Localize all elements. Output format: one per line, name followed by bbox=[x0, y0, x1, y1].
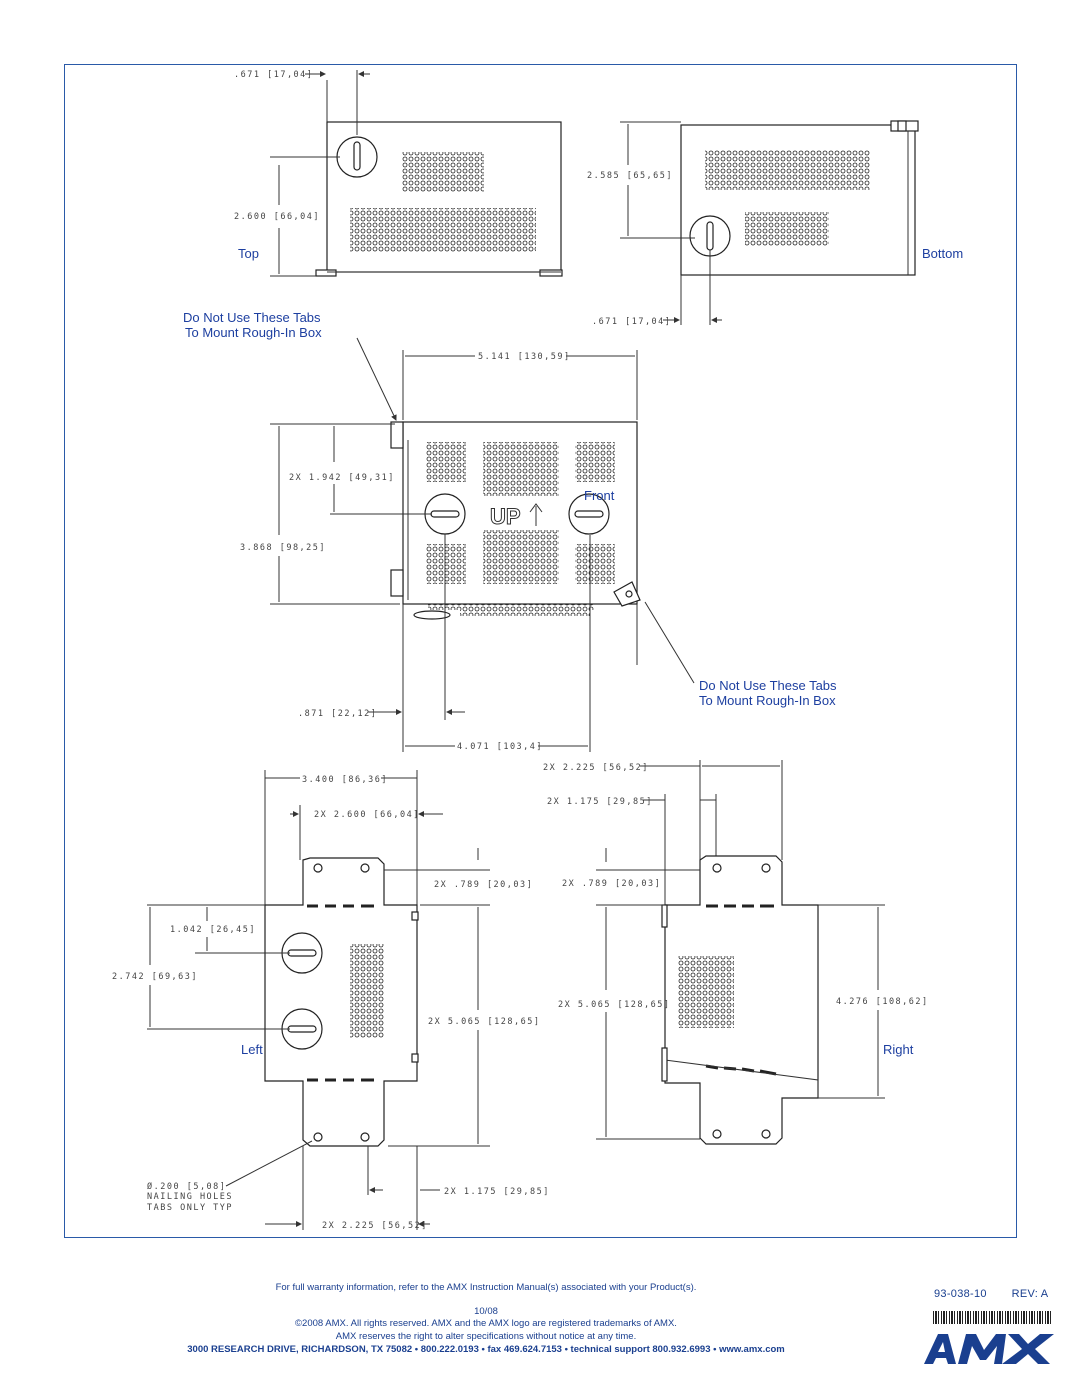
dim-right-tab-gap: 2X .789 [20,03] bbox=[562, 879, 661, 889]
dim-right-height: 4.276 [108,62] bbox=[836, 997, 929, 1007]
dim-front-tab-height: 2X 1.942 [49,31] bbox=[289, 473, 395, 483]
barcode bbox=[933, 1311, 1051, 1324]
dim-left-tab-gap: 2X .789 [20,03] bbox=[434, 880, 533, 890]
dim-front-offset: .871 [22,12] bbox=[298, 709, 377, 719]
left-view: 3.400 [86,36] 2X 2.600 [66,04] 2X .789 [… bbox=[112, 770, 550, 1231]
dim-right-body: 2X 5.065 [128,65] bbox=[558, 1000, 671, 1010]
drawing-frame bbox=[64, 64, 1017, 1238]
tabs-note-2-line2: To Mount Rough-In Box bbox=[699, 693, 836, 708]
amx-logo bbox=[924, 1334, 1054, 1364]
document-number: 93-038-10 bbox=[934, 1288, 987, 1300]
up-arrow-icon bbox=[529, 503, 543, 526]
right-view: 2X 2.225 [56,52] 2X 1.175 [29,85] 2X .78… bbox=[543, 760, 929, 1145]
bottom-view-label: Bottom bbox=[922, 246, 963, 261]
copyright-notice: ©2008 AMX. All rights reserved. AMX and … bbox=[295, 1318, 677, 1329]
dim-front-width: 5.141 [130,59] bbox=[478, 352, 571, 362]
front-view: Do Not Use These Tabs To Mount Rough-In … bbox=[183, 310, 837, 752]
tabs-note-1-line1: Do Not Use These Tabs bbox=[183, 310, 321, 325]
rights-notice: AMX reserves the right to alter specific… bbox=[335, 1331, 637, 1342]
front-view-label: Front bbox=[584, 488, 615, 503]
revision-label: REV: A bbox=[1011, 1288, 1049, 1300]
dim-left-hole2: 2.742 [69,63] bbox=[112, 972, 198, 982]
company-address: 3000 RESEARCH DRIVE, RICHARDSON, TX 7508… bbox=[187, 1344, 785, 1355]
up-marking: UP bbox=[490, 504, 521, 529]
dim-left-total: 3.400 [86,36] bbox=[302, 775, 388, 785]
top-view: .671 [17,04] 2.600 [66,04] Top bbox=[234, 70, 563, 277]
dim-left-hole1: 1.042 [26,45] bbox=[170, 925, 256, 935]
dim-top-height: 2.600 [66,04] bbox=[234, 212, 320, 222]
dim-right-tab-outer: 2X 2.225 [56,52] bbox=[543, 763, 649, 773]
dim-right-tab-width: 2X 1.175 [29,85] bbox=[547, 797, 653, 807]
right-view-label: Right bbox=[883, 1042, 914, 1057]
top-view-label: Top bbox=[238, 246, 259, 261]
document-number-block: 93-038-10 REV: A bbox=[934, 1288, 1048, 1300]
dim-front-depth: 4.071 [103,4] bbox=[457, 742, 543, 752]
dim-top-width: .671 [17,04] bbox=[234, 70, 313, 80]
dim-bottom-width: .671 [17,04] bbox=[592, 317, 671, 327]
tabs-note-2-line1: Do Not Use These Tabs bbox=[699, 678, 837, 693]
left-view-label: Left bbox=[241, 1042, 263, 1057]
tabs-note-1-line2: To Mount Rough-In Box bbox=[185, 325, 322, 340]
dim-nail-3: TABS ONLY TYP bbox=[147, 1203, 233, 1213]
dim-bottom-height: 2.585 [65,65] bbox=[587, 171, 673, 181]
warranty-note: For full warranty information, refer to … bbox=[275, 1282, 697, 1293]
dim-nail-1: Ø.200 [5,08] bbox=[147, 1181, 226, 1192]
dim-left-tab-width: 2X 1.175 [29,85] bbox=[444, 1187, 550, 1197]
dim-nail-2: NAILING HOLES bbox=[147, 1192, 233, 1202]
dim-left-tab-span: 2X 2.600 [66,04] bbox=[314, 810, 420, 820]
dim-left-body: 2X 5.065 [128,65] bbox=[428, 1017, 541, 1027]
dim-front-height: 3.868 [98,25] bbox=[240, 543, 326, 553]
dim-left-tab-outer: 2X 2.225 [56,52] bbox=[322, 1221, 428, 1231]
revision-date: 10/08 bbox=[474, 1306, 498, 1317]
bottom-view: 2.585 [65,65] .671 [17,04] Bottom bbox=[587, 120, 963, 327]
